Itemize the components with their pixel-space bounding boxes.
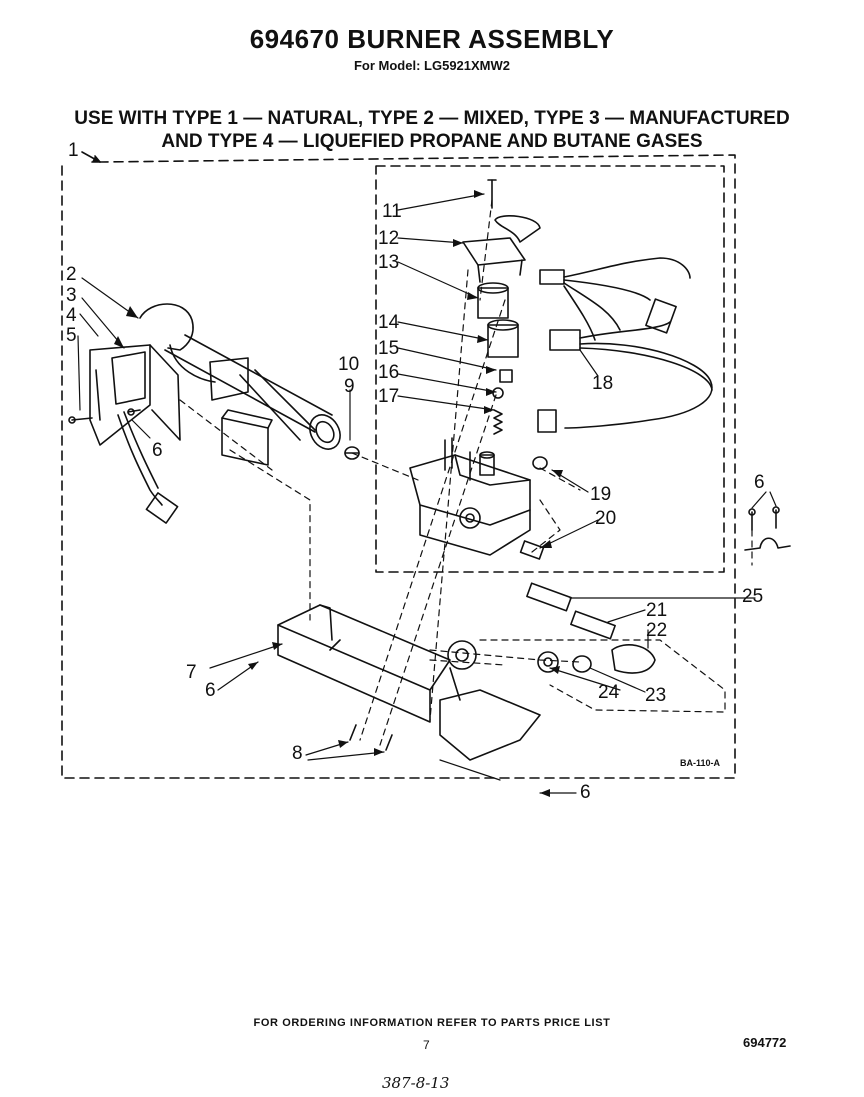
outer-assembly-boundary [61,154,736,779]
callout-18: 18 [592,373,614,394]
pipe-fittings [537,644,656,674]
usage-line-2: AND TYPE 4 — LIQUEFIED PROPANE AND BUTAN… [161,131,703,152]
callout-12: 12 [378,228,400,249]
callout-23: 23 [645,685,667,706]
callout-1: 1 [68,140,79,161]
callout-11: 11 [382,201,402,222]
callout-15: 15 [378,338,400,359]
burner-bracket [89,344,181,446]
callout-6d: 6 [580,782,591,803]
callout-2: 2 [66,264,77,285]
callout-10: 10 [338,354,360,375]
callout-9: 9 [344,376,355,397]
callout-6c: 6 [205,680,216,701]
callout-16: 16 [378,362,400,383]
gas-valve-body [409,437,531,556]
page-title: 694670 BURNER ASSEMBLY [249,24,615,54]
handwritten-note: 387-8-13 [382,1074,450,1092]
pipe-clamp [744,506,791,551]
mounting-screws [349,724,393,751]
usage-line-1: USE WITH TYPE 1 — NATURAL, TYPE 2 — MIXE… [74,108,790,129]
valve-subassembly-boundary [375,165,725,573]
callout-14: 14 [378,312,400,333]
burner-tube [139,303,341,450]
orifice-pipe [526,582,616,640]
callout-13: 13 [378,252,400,273]
callout-3: 3 [66,285,77,306]
callout-7: 7 [186,662,197,683]
document-number: 694772 [743,1035,787,1050]
callout-25: 25 [742,586,764,607]
model-line: For Model: LG5921XMW2 [353,58,511,73]
page-number: 7 [423,1038,430,1052]
callout-19: 19 [590,484,612,505]
callout-22: 22 [646,620,668,641]
mounting-bracket [277,604,541,761]
callout-6a: 6 [152,440,163,461]
coil-bracket [462,215,541,283]
solenoid-coils [477,282,519,358]
callout-21: 21 [646,600,668,621]
callout-8: 8 [292,743,303,764]
callout-24: 24 [598,682,620,703]
diagram-reference: BA-110-A [680,758,721,768]
callout-6b: 6 [754,472,765,493]
callout-5: 5 [66,325,77,346]
callout-4: 4 [66,305,77,326]
callout-20: 20 [595,508,617,529]
wire-harness [537,257,713,433]
ordering-info: FOR ORDERING INFORMATION REFER TO PARTS … [253,1017,611,1029]
igniter-wire [117,411,179,524]
callout-17: 17 [378,386,400,407]
